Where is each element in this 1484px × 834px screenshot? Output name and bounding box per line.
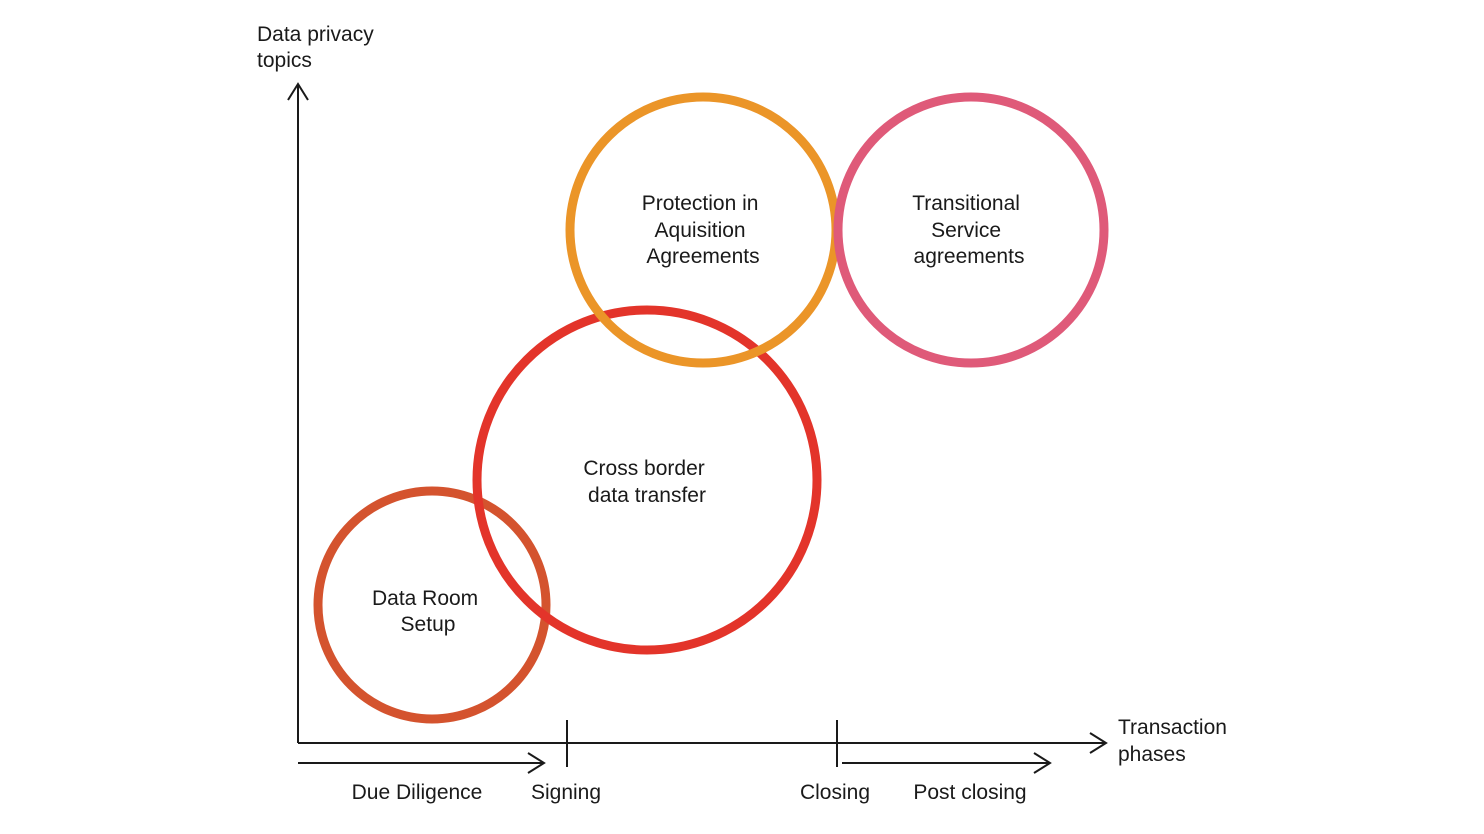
due-diligence-arrowhead	[527, 752, 546, 774]
phase-label-closing: Closing	[800, 781, 870, 804]
x-axis-label: Transaction phases	[1118, 716, 1233, 766]
ring-transitional-service-agreements	[833, 92, 1109, 368]
topic-label-line: data transfer	[588, 484, 706, 507]
ring-data-room-setup	[313, 486, 551, 724]
topic-label-line: Agreements	[646, 245, 759, 268]
y-axis-label-line-1: Data privacy	[257, 23, 374, 46]
topic-label-line: Cross border	[583, 457, 704, 480]
x-axis-label-line-2: phases	[1118, 743, 1186, 766]
topic-label-line: Aquisition	[655, 219, 746, 242]
topic-label-line: Service	[931, 219, 1001, 242]
topic-label-line: Data Room	[372, 587, 478, 610]
topic-label-data-room-setup: Data Room Setup	[372, 587, 484, 636]
ring-cross-border-data-transfer	[472, 305, 822, 655]
topic-label-protection-in-acquisition-agreements: Protection in Aquisition Agreements	[642, 192, 765, 268]
x-axis-arrowhead	[1089, 732, 1108, 754]
topic-label-line: Protection in	[642, 192, 759, 215]
phase-label-post-closing: Post closing	[913, 781, 1026, 804]
topic-label-line: Transitional	[912, 192, 1020, 215]
topic-label-line: agreements	[914, 245, 1025, 268]
y-axis-arrowhead	[287, 82, 309, 101]
topic-label-line: Setup	[401, 613, 456, 636]
topic-label-transitional-service-agreements: Transitional Service agreements	[912, 192, 1026, 268]
x-axis-label-line-1: Transaction	[1118, 716, 1227, 739]
y-axis-label: Data privacy topics	[257, 23, 380, 72]
phase-label-due-diligence: Due Diligence	[352, 781, 483, 804]
post-closing-arrowhead	[1033, 752, 1052, 774]
y-axis-label-line-2: topics	[257, 49, 312, 72]
phase-label-signing: Signing	[531, 781, 601, 804]
topic-label-cross-border-data-transfer: Cross border data transfer	[583, 457, 710, 507]
